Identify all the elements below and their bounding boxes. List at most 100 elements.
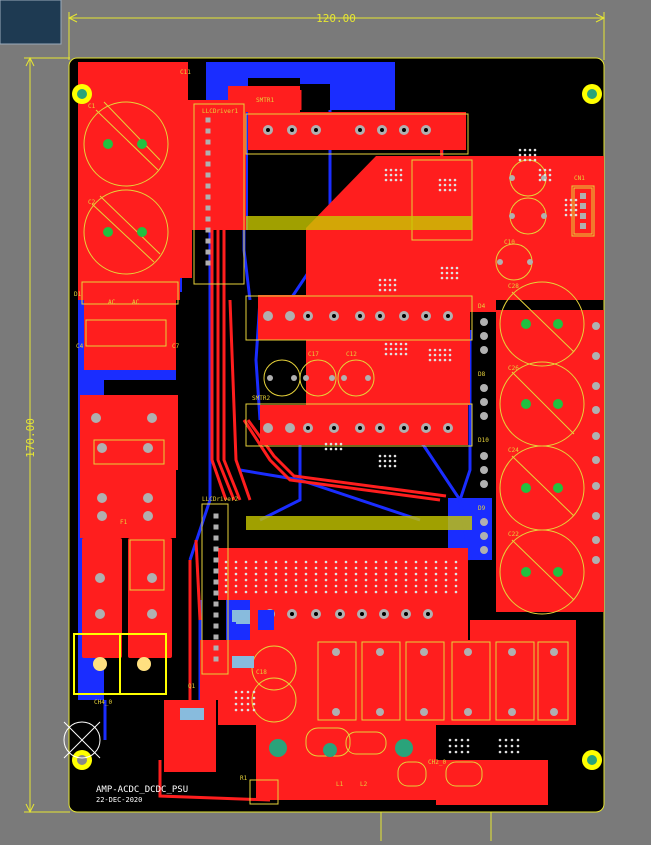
through-hole-pad bbox=[404, 347, 408, 351]
label-l1: L1 bbox=[336, 781, 344, 788]
label-c12: C12 bbox=[346, 351, 357, 358]
through-hole-pad bbox=[304, 572, 308, 576]
through-hole-pad bbox=[378, 283, 382, 287]
through-hole-pad bbox=[252, 702, 256, 706]
label-c10: C10 bbox=[504, 239, 515, 246]
through-hole-pad bbox=[291, 375, 297, 381]
through-hole-pad bbox=[438, 358, 442, 362]
through-hole-pad bbox=[404, 342, 408, 346]
label-c28: C28 bbox=[508, 283, 519, 290]
through-hole-pad bbox=[510, 750, 514, 754]
through-hole-pad bbox=[444, 590, 448, 594]
through-hole-pad bbox=[455, 276, 459, 280]
through-hole-pad bbox=[443, 348, 447, 352]
through-hole-pad bbox=[414, 560, 418, 564]
through-hole-pad bbox=[274, 572, 278, 576]
through-hole-pad bbox=[234, 566, 238, 570]
origin-crosshair-icon[interactable] bbox=[63, 721, 101, 759]
through-hole-pad bbox=[205, 183, 211, 189]
through-hole-pad bbox=[448, 750, 452, 754]
through-hole-pad bbox=[338, 612, 342, 616]
through-hole-pad bbox=[234, 572, 238, 576]
label-c22: C22 bbox=[508, 531, 519, 538]
through-hole-pad bbox=[480, 412, 488, 420]
through-hole-pad bbox=[264, 566, 268, 570]
through-hole-pad bbox=[424, 584, 428, 588]
through-hole-pad bbox=[264, 590, 268, 594]
through-hole-pad bbox=[543, 178, 547, 182]
through-hole-pad bbox=[510, 738, 514, 742]
through-hole-pad bbox=[388, 454, 392, 458]
through-hole-pad bbox=[510, 744, 514, 748]
through-hole-pad bbox=[240, 690, 244, 694]
through-hole-pad bbox=[264, 578, 268, 582]
through-hole-pad bbox=[516, 744, 520, 748]
through-hole-pad bbox=[95, 573, 105, 583]
through-hole-pad bbox=[438, 183, 442, 187]
through-hole-pad bbox=[404, 572, 408, 576]
through-hole-pad bbox=[384, 178, 388, 182]
through-hole-pad bbox=[364, 584, 368, 588]
through-hole-pad bbox=[97, 511, 107, 521]
mounting-holes[interactable] bbox=[72, 84, 602, 770]
through-hole-pad bbox=[445, 266, 449, 270]
through-hole-pad bbox=[378, 459, 382, 463]
through-hole-pad bbox=[434, 560, 438, 564]
through-hole-pad bbox=[448, 738, 452, 742]
through-hole-pad bbox=[374, 590, 378, 594]
through-hole-pad bbox=[404, 612, 408, 616]
width-dimension-label: 120.00 bbox=[316, 12, 356, 25]
through-hole-pad bbox=[244, 572, 248, 576]
through-hole-pad bbox=[324, 584, 328, 588]
through-hole-pad bbox=[518, 153, 522, 157]
through-hole-pad bbox=[393, 278, 397, 282]
through-hole-pad bbox=[444, 578, 448, 582]
through-hole-pad bbox=[324, 566, 328, 570]
through-hole-pad bbox=[438, 178, 442, 182]
label-ac-right: AC bbox=[132, 299, 140, 306]
through-hole-pad bbox=[314, 560, 318, 564]
through-hole-pad bbox=[294, 584, 298, 588]
through-hole-pad bbox=[213, 623, 219, 629]
through-hole-pad bbox=[399, 342, 403, 346]
ui-panel-tile[interactable] bbox=[0, 0, 62, 45]
through-hole-pad bbox=[527, 259, 533, 265]
through-hole-pad bbox=[550, 648, 558, 656]
through-hole-pad bbox=[564, 213, 568, 217]
through-hole-pad bbox=[440, 276, 444, 280]
through-hole-pad bbox=[446, 426, 450, 430]
through-hole-pad bbox=[95, 609, 105, 619]
label-c1: C1 bbox=[88, 103, 96, 110]
through-hole-pad bbox=[329, 447, 333, 451]
through-hole-pad bbox=[455, 271, 459, 275]
through-hole-pad bbox=[424, 590, 428, 594]
through-hole-pad bbox=[213, 557, 219, 563]
through-hole-pad bbox=[480, 332, 488, 340]
through-hole-pad bbox=[303, 375, 309, 381]
through-hole-pad bbox=[147, 573, 157, 583]
through-hole-pad bbox=[446, 314, 450, 318]
through-hole-pad bbox=[455, 266, 459, 270]
through-hole-pad bbox=[240, 708, 244, 712]
through-hole-pad bbox=[443, 188, 447, 192]
label-c7: C7 bbox=[172, 343, 180, 350]
through-hole-pad bbox=[399, 178, 403, 182]
through-hole-pad bbox=[424, 426, 428, 430]
through-hole-pad bbox=[541, 213, 547, 219]
through-hole-pad bbox=[344, 578, 348, 582]
through-hole-pad bbox=[285, 311, 295, 321]
through-hole-pad bbox=[388, 288, 392, 292]
through-hole-pad bbox=[448, 178, 452, 182]
pads-layer bbox=[91, 117, 600, 754]
through-hole-pad bbox=[518, 148, 522, 152]
through-hole-pad bbox=[516, 750, 520, 754]
through-hole-pad bbox=[341, 375, 347, 381]
through-hole-pad bbox=[434, 572, 438, 576]
through-hole-pad bbox=[548, 178, 552, 182]
through-hole-pad bbox=[454, 578, 458, 582]
through-hole-pad bbox=[364, 590, 368, 594]
through-hole-pad bbox=[378, 288, 382, 292]
through-hole-pad bbox=[205, 172, 211, 178]
